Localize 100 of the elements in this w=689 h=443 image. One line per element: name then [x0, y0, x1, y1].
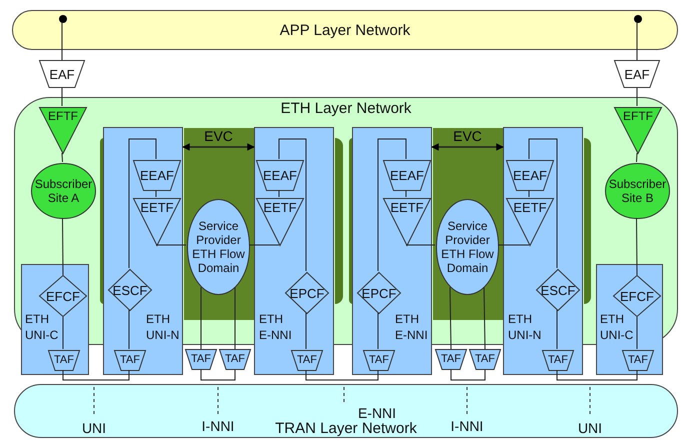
block-label: TRAN Layer Network [275, 420, 417, 437]
block-label: TAF [369, 354, 389, 367]
interface-label: I-NNI [450, 418, 484, 434]
trapezoid-block [114, 350, 146, 371]
connector-line [528, 138, 558, 268]
block-label: EETF [390, 200, 424, 215]
function-block [352, 127, 432, 375]
diamond-block [536, 269, 580, 311]
trapezoid-block [185, 349, 217, 370]
block-label: EFCF [620, 288, 654, 304]
trapezoid-block [469, 349, 501, 370]
trapezoid-block [363, 350, 395, 371]
block-label: Service Provider ETH Flow Domain [191, 219, 246, 275]
layer-band [12, 10, 678, 50]
connector-line [62, 316, 64, 350]
connector-line [528, 190, 530, 198]
double-arrow [431, 143, 504, 151]
triangle-block [133, 198, 181, 246]
connector-line [278, 190, 280, 198]
block-label: Subscriber Site B [608, 177, 668, 205]
trapezoid-block [435, 349, 467, 370]
trapezoid-block [133, 160, 181, 191]
block-label: EAF [624, 66, 650, 82]
triangle-block [614, 107, 662, 154]
connector-line [234, 286, 236, 350]
block-label: EFTF [623, 109, 653, 123]
block-label: EEAF [513, 168, 547, 183]
block-label: ETH UNI-C [25, 311, 60, 343]
block-label: ETH E-NNI [259, 311, 293, 343]
trapezoid-block [256, 160, 304, 191]
block-label: TAF [225, 353, 245, 366]
block-label: Subscriber Site A [34, 177, 94, 205]
trapezoid-block [39, 60, 85, 88]
block-label: TAF [120, 354, 140, 367]
interface-label: I-NNI [202, 418, 234, 434]
trapezoid-block [506, 160, 554, 191]
connector-line [498, 244, 530, 246]
connector-line [406, 244, 436, 246]
block-label: ESCF [112, 282, 148, 298]
connector-line [636, 152, 638, 162]
connector-line [62, 152, 63, 162]
block-label: ETH E-NNI [395, 311, 429, 343]
connector-line [450, 286, 452, 350]
ellipse-node [187, 199, 250, 295]
block-label: EEAF [390, 168, 424, 183]
ellipse-node [436, 199, 499, 295]
trapezoid-block [614, 60, 660, 88]
block-label: EETF [263, 200, 297, 215]
connector-line [200, 286, 202, 350]
connector-line [248, 244, 280, 246]
block-label: Service Provider ETH Flow Domain [440, 219, 495, 275]
trapezoid-block [48, 350, 80, 371]
diamond-block [357, 272, 401, 314]
connector-line [306, 370, 378, 380]
block-label: EFTF [48, 109, 78, 123]
trapezoid-block [542, 350, 574, 371]
triangle-block [506, 198, 554, 246]
trapezoid-block [219, 349, 251, 370]
block-label: EPCF [290, 286, 324, 300]
connection-dot [634, 15, 642, 23]
connector-line [556, 370, 638, 380]
triangle-block [383, 198, 431, 246]
connector-line [278, 138, 306, 272]
block-label: APP Layer Network [280, 22, 410, 38]
trapezoid-block [622, 350, 654, 371]
interface-label: UNI [82, 420, 106, 436]
connector-line [484, 286, 486, 350]
block-label: EFCF [46, 288, 80, 304]
ellipse-node [31, 163, 96, 219]
connector-line [128, 138, 156, 268]
trapezoid-block [291, 350, 323, 371]
triangle-block [256, 198, 304, 246]
connector-line [200, 370, 236, 380]
connector-line [636, 316, 638, 350]
connector-line [636, 88, 638, 106]
double-arrow [182, 143, 255, 151]
block-label: ESCF [540, 282, 576, 298]
block-label: ETH UNI-C [600, 311, 634, 343]
connector-line [636, 22, 638, 60]
block-label: ETH Layer Network [280, 100, 412, 117]
connector-line [156, 244, 186, 246]
triangle-block [39, 107, 87, 154]
diamond-block [285, 272, 329, 314]
block-label: TAF [191, 353, 211, 366]
connector-line [450, 370, 486, 380]
diamond-block [108, 269, 152, 311]
block-label: EPCF [362, 286, 396, 300]
connector-line [378, 138, 406, 272]
block-label: EEAF [263, 168, 297, 183]
block-label: TAF [441, 353, 461, 366]
trapezoid-block [383, 160, 431, 191]
function-block [254, 127, 334, 375]
function-block [503, 127, 583, 375]
connector-line [556, 310, 558, 350]
connector-line [62, 218, 64, 276]
block-label: TAF [54, 354, 74, 367]
interface-label: E-NNI [358, 405, 396, 421]
connector-line [62, 370, 130, 380]
connection-dot [59, 15, 67, 23]
block-label: ETH UNI-N [146, 311, 180, 343]
